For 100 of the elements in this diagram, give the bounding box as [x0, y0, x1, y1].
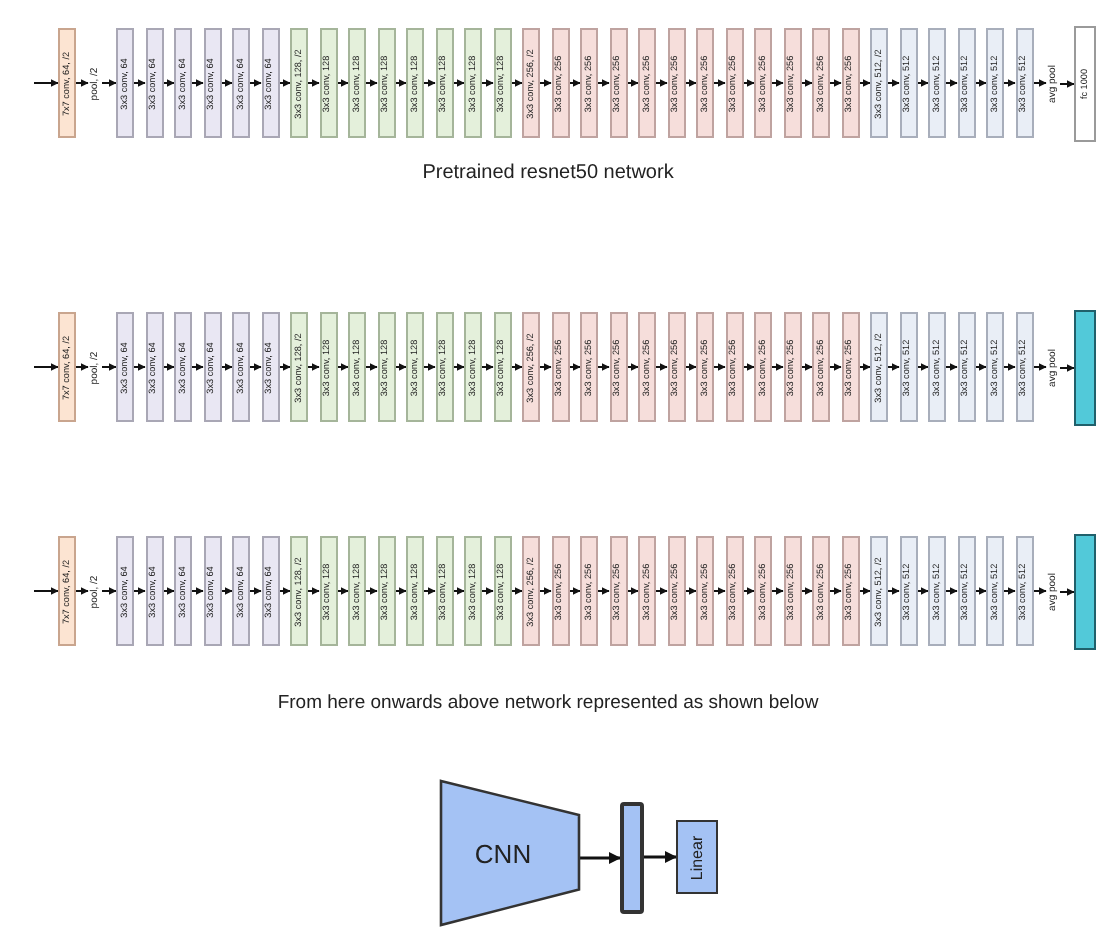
- layer-box: [145, 536, 163, 646]
- layer-box: [841, 28, 859, 138]
- caption-text: Pretrained resnet50 network: [420, 162, 676, 186]
- layer-box: [551, 28, 569, 138]
- arrow: [916, 79, 929, 87]
- arrow: [684, 587, 697, 595]
- layer-box: [348, 312, 366, 422]
- arrow: [829, 363, 842, 371]
- layer-box: [203, 312, 221, 422]
- arrow: [626, 79, 639, 87]
- arrow: [162, 587, 175, 595]
- output-box: [1074, 310, 1096, 426]
- layer-box: [986, 536, 1004, 646]
- layer-box: [783, 312, 801, 422]
- layer-box: [203, 28, 221, 138]
- arrow: [33, 363, 59, 371]
- layer-box: [725, 28, 743, 138]
- arrow: [481, 79, 494, 87]
- layer-box: [522, 28, 540, 138]
- layer-box: [319, 312, 337, 422]
- layer-box: [493, 28, 511, 138]
- arrow: [510, 79, 523, 87]
- arrow: [365, 363, 378, 371]
- layer-box: [203, 536, 221, 646]
- arrow: [771, 363, 784, 371]
- layer-label: Linear: [689, 834, 705, 880]
- layer-box: [464, 28, 482, 138]
- arrow: [626, 587, 639, 595]
- arrow: [75, 587, 89, 595]
- arrow: [481, 363, 494, 371]
- arrow: [1003, 363, 1016, 371]
- arrow: [1032, 79, 1047, 87]
- layer-box: [696, 28, 714, 138]
- arrow: [974, 79, 987, 87]
- layer-box: [435, 28, 453, 138]
- arrow: [101, 79, 117, 87]
- layer-box: [870, 28, 888, 138]
- arrow: [452, 79, 465, 87]
- layer-box: [609, 28, 627, 138]
- layer-box: [812, 28, 830, 138]
- arrow: [771, 79, 784, 87]
- layer-box: [464, 536, 482, 646]
- layer-box: [957, 28, 975, 138]
- layer-box: [754, 312, 772, 422]
- layer-box: [290, 28, 308, 138]
- arrow: [162, 79, 175, 87]
- arrow: [539, 587, 552, 595]
- arrow: [1003, 79, 1016, 87]
- arrow: [945, 363, 958, 371]
- arrow: [644, 851, 677, 863]
- arrow: [829, 79, 842, 87]
- arrow: [249, 363, 262, 371]
- arrow: [423, 79, 436, 87]
- arrow: [133, 79, 146, 87]
- arrow: [394, 587, 407, 595]
- arrow: [800, 587, 813, 595]
- layer-box: [986, 28, 1004, 138]
- arrow: [336, 363, 349, 371]
- layer-box: [522, 312, 540, 422]
- layer-box: [957, 312, 975, 422]
- layer-box: [870, 312, 888, 422]
- layer-box: [406, 536, 424, 646]
- layer-box: [725, 536, 743, 646]
- arrow: [394, 363, 407, 371]
- arrow: [220, 79, 233, 87]
- arrow: [626, 363, 639, 371]
- layer-box: [696, 536, 714, 646]
- arrow: [597, 363, 610, 371]
- arrow: [452, 587, 465, 595]
- layer-box: [290, 536, 308, 646]
- arrow: [887, 79, 900, 87]
- arrow: [75, 79, 89, 87]
- layer-box: [783, 536, 801, 646]
- layer-box: [406, 312, 424, 422]
- arrow: [133, 587, 146, 595]
- layer-box: [638, 536, 656, 646]
- layer-box: [493, 312, 511, 422]
- layer-box: [145, 312, 163, 422]
- output-box: [1074, 534, 1096, 650]
- layer-box: [928, 28, 946, 138]
- layer-box: [580, 536, 598, 646]
- layer-box: [957, 536, 975, 646]
- arrow: [191, 79, 204, 87]
- layer-box: [899, 536, 917, 646]
- layer-box: [986, 312, 1004, 422]
- layer-box: [841, 312, 859, 422]
- layer-box: [348, 536, 366, 646]
- arrow: [481, 587, 494, 595]
- layer-box: [290, 312, 308, 422]
- arrow: [307, 587, 320, 595]
- layer-box: [116, 536, 134, 646]
- arrow: [655, 79, 668, 87]
- arrow: [742, 79, 755, 87]
- layer-box: [754, 536, 772, 646]
- arrow: [307, 79, 320, 87]
- layer-box: [493, 536, 511, 646]
- arrow: [742, 363, 755, 371]
- layer-box: [580, 28, 598, 138]
- arrow: [365, 587, 378, 595]
- arrow: [249, 79, 262, 87]
